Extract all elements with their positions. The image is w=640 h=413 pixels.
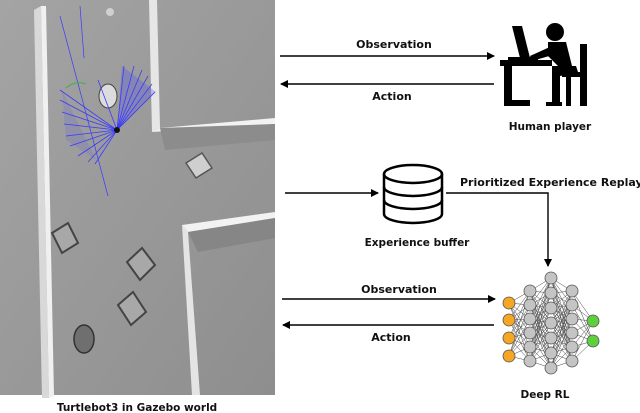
nn-output-neuron (586, 314, 600, 328)
nn-hidden-neuron (544, 301, 558, 315)
label-human-player: Human player (509, 121, 592, 133)
nn-connection (508, 304, 531, 339)
nn-hidden-neuron (523, 298, 537, 312)
nn-hidden-neuron (523, 312, 537, 326)
lidar-fill-right (117, 66, 156, 130)
nn-hidden-neuron (565, 354, 579, 368)
turtlebot-robot (114, 127, 120, 133)
nn-hidden-neuron (565, 326, 579, 340)
arrow-prioritized-replay (446, 192, 552, 267)
nn-input-neuron (502, 313, 516, 327)
neural-network (502, 271, 600, 375)
nn-connection (508, 302, 531, 348)
nn-input-neuron (502, 296, 516, 310)
right-lower-wall (182, 225, 200, 395)
lidar-fill-left (62, 90, 96, 160)
nn-connection (550, 277, 573, 320)
middle-horizontal-wall (182, 212, 275, 232)
nn-input-neuron (502, 331, 516, 345)
gazebo-world-panel (0, 0, 275, 398)
lidar-green-arc (65, 82, 87, 89)
label-observation-top: Observation (356, 38, 432, 51)
nn-hidden-neuron (565, 284, 579, 298)
nn-hidden-neuron (565, 340, 579, 354)
database-icon (382, 163, 444, 225)
label-action-bottom: Action (371, 331, 410, 344)
label-experience-buffer: Experience buffer (365, 237, 471, 249)
nn-connection (529, 318, 552, 369)
nn-connection (550, 318, 573, 369)
nn-connection (529, 277, 552, 320)
nn-connection (550, 290, 573, 339)
nn-hidden-neuron (544, 361, 558, 375)
nn-connection (508, 290, 531, 339)
nn-hidden-neuron (523, 340, 537, 354)
human-player-icon (500, 23, 587, 106)
label-observation-bottom: Observation (361, 283, 437, 296)
nn-connection (508, 319, 531, 362)
middle-wall-shadow (188, 218, 275, 252)
obstacles (50, 8, 214, 354)
nn-input-neuron (502, 349, 516, 363)
nn-connection (550, 332, 573, 369)
label-prioritized-replay: Prioritized Experience Replay (460, 176, 640, 189)
nn-connection (508, 304, 531, 357)
nn-hidden-neuron (523, 354, 537, 368)
nn-hidden-neuron (544, 316, 558, 330)
nn-connection (550, 292, 573, 334)
nn-connection (508, 318, 531, 357)
nn-output-neuron (586, 334, 600, 348)
nn-hidden-neuron (523, 326, 537, 340)
label-action-top: Action (372, 90, 411, 103)
nn-connection (529, 332, 552, 369)
nn-hidden-neuron (544, 346, 558, 360)
nn-connection (529, 304, 552, 339)
nn-connection (571, 320, 594, 362)
nn-hidden-neuron (544, 331, 558, 345)
nn-connection (529, 304, 552, 354)
nn-connection (571, 304, 594, 342)
right-upper-wall (149, 0, 160, 132)
nn-hidden-neuron (544, 286, 558, 300)
nn-connection (529, 318, 552, 354)
left-wall (34, 6, 49, 398)
nn-connection (571, 290, 594, 342)
nn-connection (529, 322, 552, 362)
gazebo-caption: Turtlebot3 in Gazebo world (57, 402, 217, 413)
wall-shadow (160, 124, 275, 150)
left-wall-top (41, 6, 54, 398)
nn-connection (550, 307, 573, 348)
nn-connection (550, 322, 573, 362)
nn-hidden-neuron (565, 298, 579, 312)
nn-hidden-neuron (523, 284, 537, 298)
label-deep-rl: Deep RL (521, 389, 570, 401)
nn-hidden-neuron (565, 312, 579, 326)
nn-connection (529, 290, 552, 339)
lidar-scan (59, 5, 156, 197)
nn-hidden-neuron (544, 271, 558, 285)
